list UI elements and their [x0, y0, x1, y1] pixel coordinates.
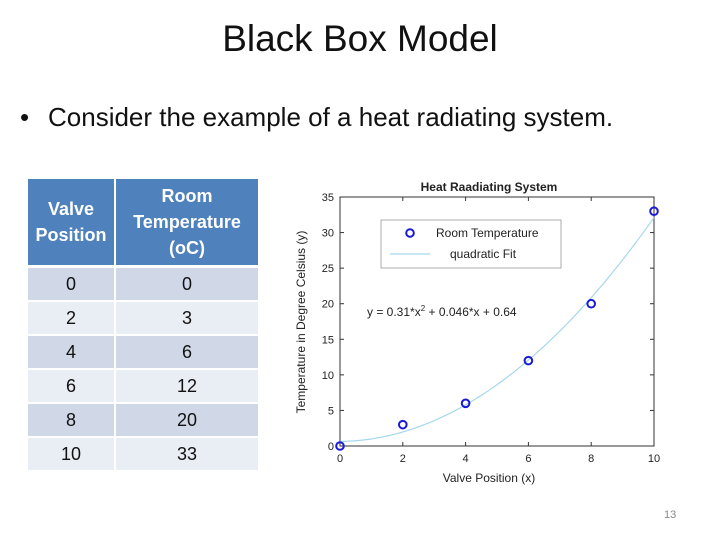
table-cell: 12	[115, 369, 258, 404]
equation-part: y = 0.31*x	[367, 305, 421, 319]
table-cell: 2	[28, 301, 116, 336]
data-point	[586, 298, 597, 309]
chart-title: Heat Raadiating System	[421, 180, 558, 194]
table-cell: 10	[28, 437, 116, 472]
data-point	[523, 355, 534, 366]
bullet-item: • Consider the example of a heat radiatin…	[20, 102, 710, 133]
table-cell: 20	[115, 403, 258, 438]
header-line: Temperature	[133, 212, 241, 232]
bullet-text: Consider the example of a heat radiating…	[48, 102, 614, 132]
header-line: Valve	[47, 199, 95, 219]
y-tick-label: 5	[328, 405, 334, 417]
table-cell: 33	[115, 437, 258, 472]
x-tick-label: 6	[525, 453, 531, 465]
heat-radiating-chart: Heat Raadiating System 0 2 4 6 8 10 0 5 10 15 20 25…	[294, 180, 660, 485]
legend-label-room-temperature: Room Temperature	[436, 226, 539, 240]
table-cell: 3	[115, 301, 258, 336]
legend-label-quadratic-fit: quadratic Fit	[450, 247, 517, 261]
y-tick-label: 35	[322, 192, 334, 204]
table-cell: 0	[28, 266, 116, 302]
slide-title: Black Box Model	[222, 18, 498, 59]
y-tick-label: 30	[322, 228, 334, 240]
x-tick-label: 2	[400, 453, 406, 465]
header-line: Room	[161, 186, 213, 206]
x-axis-label: Valve Position (x)	[443, 471, 535, 485]
data-point	[649, 206, 659, 217]
y-tick-label: 25	[322, 263, 334, 275]
table-cell: 8	[28, 403, 116, 438]
quadratic-fit-line	[339, 217, 655, 443]
data-point	[460, 398, 471, 409]
table-cell: 6	[115, 335, 258, 370]
data-point	[335, 441, 345, 451]
y-tick-label: 0	[328, 441, 334, 453]
data-point	[398, 419, 408, 430]
header-line: (oC)	[169, 238, 205, 258]
table-cell: 4	[28, 335, 116, 370]
header-valve-position: Valve Position	[28, 179, 116, 268]
page-number: 13	[664, 509, 677, 521]
table-cell: 0	[115, 266, 258, 302]
legend-box	[380, 219, 562, 269]
table-header-row: Valve Position Room Temperature (oC)	[28, 179, 258, 268]
equation-part: + 0.046*x + 0.64	[425, 305, 517, 319]
y-tick-label: 10	[322, 370, 334, 382]
table-cell: 6	[28, 369, 116, 404]
y-axis-label: Temperature in Degree Celsius (y)	[294, 231, 308, 414]
header-line: Position	[35, 225, 107, 245]
legend: Room Temperature quadratic Fit	[380, 219, 562, 269]
equation-superscript: 2	[421, 304, 426, 313]
x-tick-label: 0	[337, 453, 343, 465]
y-tick-label: 20	[322, 299, 334, 311]
legend-marker-circle	[405, 228, 415, 238]
x-tick-label: 4	[463, 453, 469, 465]
x-tick-label: 10	[648, 453, 660, 465]
bullet-marker: •	[20, 102, 30, 132]
header-room-temperature: Room Temperature (oC)	[115, 179, 258, 268]
y-tick-label: 15	[322, 334, 334, 346]
fit-equation: y = 0.31*x2 + 0.046*x + 0.64	[367, 304, 517, 319]
x-tick-label: 8	[588, 453, 594, 465]
